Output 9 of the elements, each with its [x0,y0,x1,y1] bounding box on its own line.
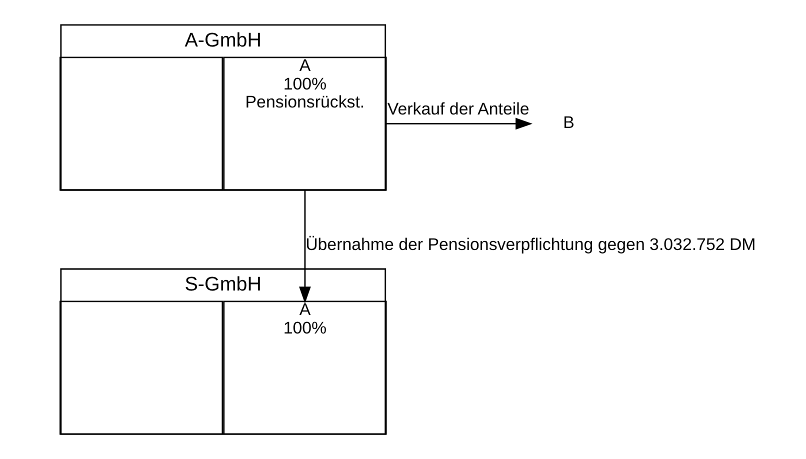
node-box: A 100% Pensionsrückst. [223,56,387,191]
node-box [60,300,224,435]
edge-label: Verkauf der Anteile [387,100,530,119]
arrow [386,118,533,130]
edge-label: Übernahme der Pensionsverpflichtung gegen 3.032.752 DM [306,235,756,254]
arrow [299,190,311,304]
node-text: B [563,113,574,132]
node-box: A 100% [223,300,387,435]
node-box [60,56,224,191]
